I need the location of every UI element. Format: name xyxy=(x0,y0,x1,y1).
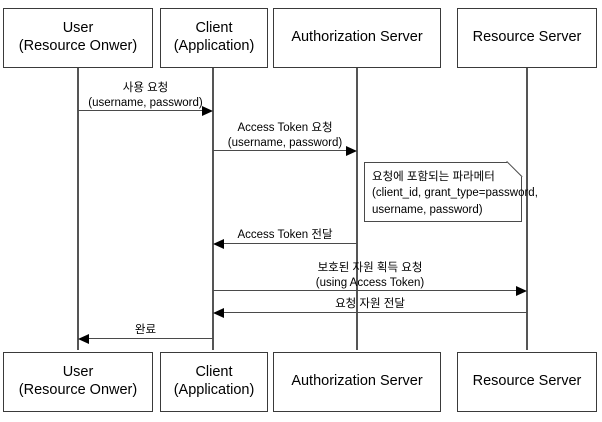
message-label-resource-delivery: 요청 자원 전달 xyxy=(213,297,527,312)
arrowhead-right-icon xyxy=(346,145,357,156)
lifeline-client xyxy=(212,68,214,350)
message-label-complete-line1: 완료 xyxy=(134,324,157,336)
participant-label-user-line1: User xyxy=(62,20,94,37)
participant-label-authorization-server-bottom-line1: Authorization Server xyxy=(291,373,423,390)
message-label-complete: 완료 xyxy=(78,323,213,338)
participant-label-client-bottom-line1: Client xyxy=(195,364,233,381)
message-arrow-complete[interactable] xyxy=(78,333,213,344)
participant-label-resource-server-line1: Resource Server xyxy=(472,29,582,46)
arrowhead-left-icon xyxy=(213,307,224,318)
arrowhead-left-icon xyxy=(213,238,224,249)
arrowhead-right-icon xyxy=(202,105,213,116)
participant-box-authorization-server-top[interactable]: Authorization Server xyxy=(273,8,441,68)
participant-box-authorization-server-bottom[interactable]: Authorization Server xyxy=(273,352,441,412)
lifeline-authorization-server xyxy=(356,68,358,350)
message-label-protected-resource-request-line2: (using Access Token) xyxy=(315,276,425,289)
arrowhead-left-icon xyxy=(78,333,89,344)
participant-label-user-line2: (Resource Onwer) xyxy=(18,38,138,54)
message-arrow-resource-delivery[interactable] xyxy=(213,307,527,318)
message-arrow-access-token-delivery[interactable] xyxy=(213,238,357,249)
message-label-use-request: 사용 요청 (username, password) xyxy=(78,81,213,111)
message-arrow-protected-resource-request[interactable] xyxy=(213,285,527,296)
participant-box-client-top[interactable]: Client (Application) xyxy=(160,8,268,68)
participant-label-client-line2: (Application) xyxy=(173,38,255,54)
note-text-line2: (client_id, grant_type=password, xyxy=(372,187,538,200)
participant-label-client-line1: Client xyxy=(195,20,233,37)
participant-box-user-top[interactable]: User (Resource Onwer) xyxy=(3,8,153,68)
message-label-protected-resource-request: 보호된 자원 획득 요청 (using Access Token) xyxy=(213,261,527,291)
lifeline-user xyxy=(77,68,79,350)
note-text-line1: 요청에 포함되는 파라메터 xyxy=(372,171,495,183)
message-arrow-use-request[interactable] xyxy=(78,105,213,116)
message-label-access-token-request: Access Token 요청 (username, password) xyxy=(213,121,357,151)
participant-label-user-bottom-line2: (Resource Onwer) xyxy=(18,382,138,398)
note-body xyxy=(364,162,522,222)
participant-box-resource-server-bottom[interactable]: Resource Server xyxy=(457,352,597,412)
message-label-access-token-request-line1: Access Token 요청 xyxy=(237,122,333,134)
message-arrow-access-token-request[interactable] xyxy=(213,145,357,156)
message-label-access-token-delivery-line1: Access Token 전달 xyxy=(237,229,333,241)
participant-label-resource-server-bottom-line1: Resource Server xyxy=(472,373,582,390)
message-label-use-request-line2: (username, password) xyxy=(88,96,203,109)
message-label-protected-resource-request-line1: 보호된 자원 획득 요청 xyxy=(317,262,423,274)
participant-label-client-bottom-line2: (Application) xyxy=(173,382,255,398)
participant-box-user-bottom[interactable]: User (Resource Onwer) xyxy=(3,352,153,412)
note-text: 요청에 포함되는 파라메터 (client_id, grant_type=pas… xyxy=(372,169,538,218)
message-label-resource-delivery-line1: 요청 자원 전달 xyxy=(335,298,405,310)
participant-label-authorization-server-line1: Authorization Server xyxy=(291,29,423,46)
message-label-access-token-delivery: Access Token 전달 xyxy=(213,228,357,243)
lifeline-resource-server xyxy=(526,68,528,350)
participant-box-client-bottom[interactable]: Client (Application) xyxy=(160,352,268,412)
message-label-access-token-request-line2: (username, password) xyxy=(227,136,343,149)
arrowhead-right-icon xyxy=(516,285,527,296)
note-fold-corner-icon xyxy=(507,161,523,177)
note-request-parameters[interactable]: 요청에 포함되는 파라메터 (client_id, grant_type=pas… xyxy=(364,161,538,222)
note-text-line3: username, password) xyxy=(372,203,483,216)
participant-box-resource-server-top[interactable]: Resource Server xyxy=(457,8,597,68)
message-label-use-request-line1: 사용 요청 xyxy=(122,82,169,94)
participant-label-user-bottom-line1: User xyxy=(62,364,94,381)
